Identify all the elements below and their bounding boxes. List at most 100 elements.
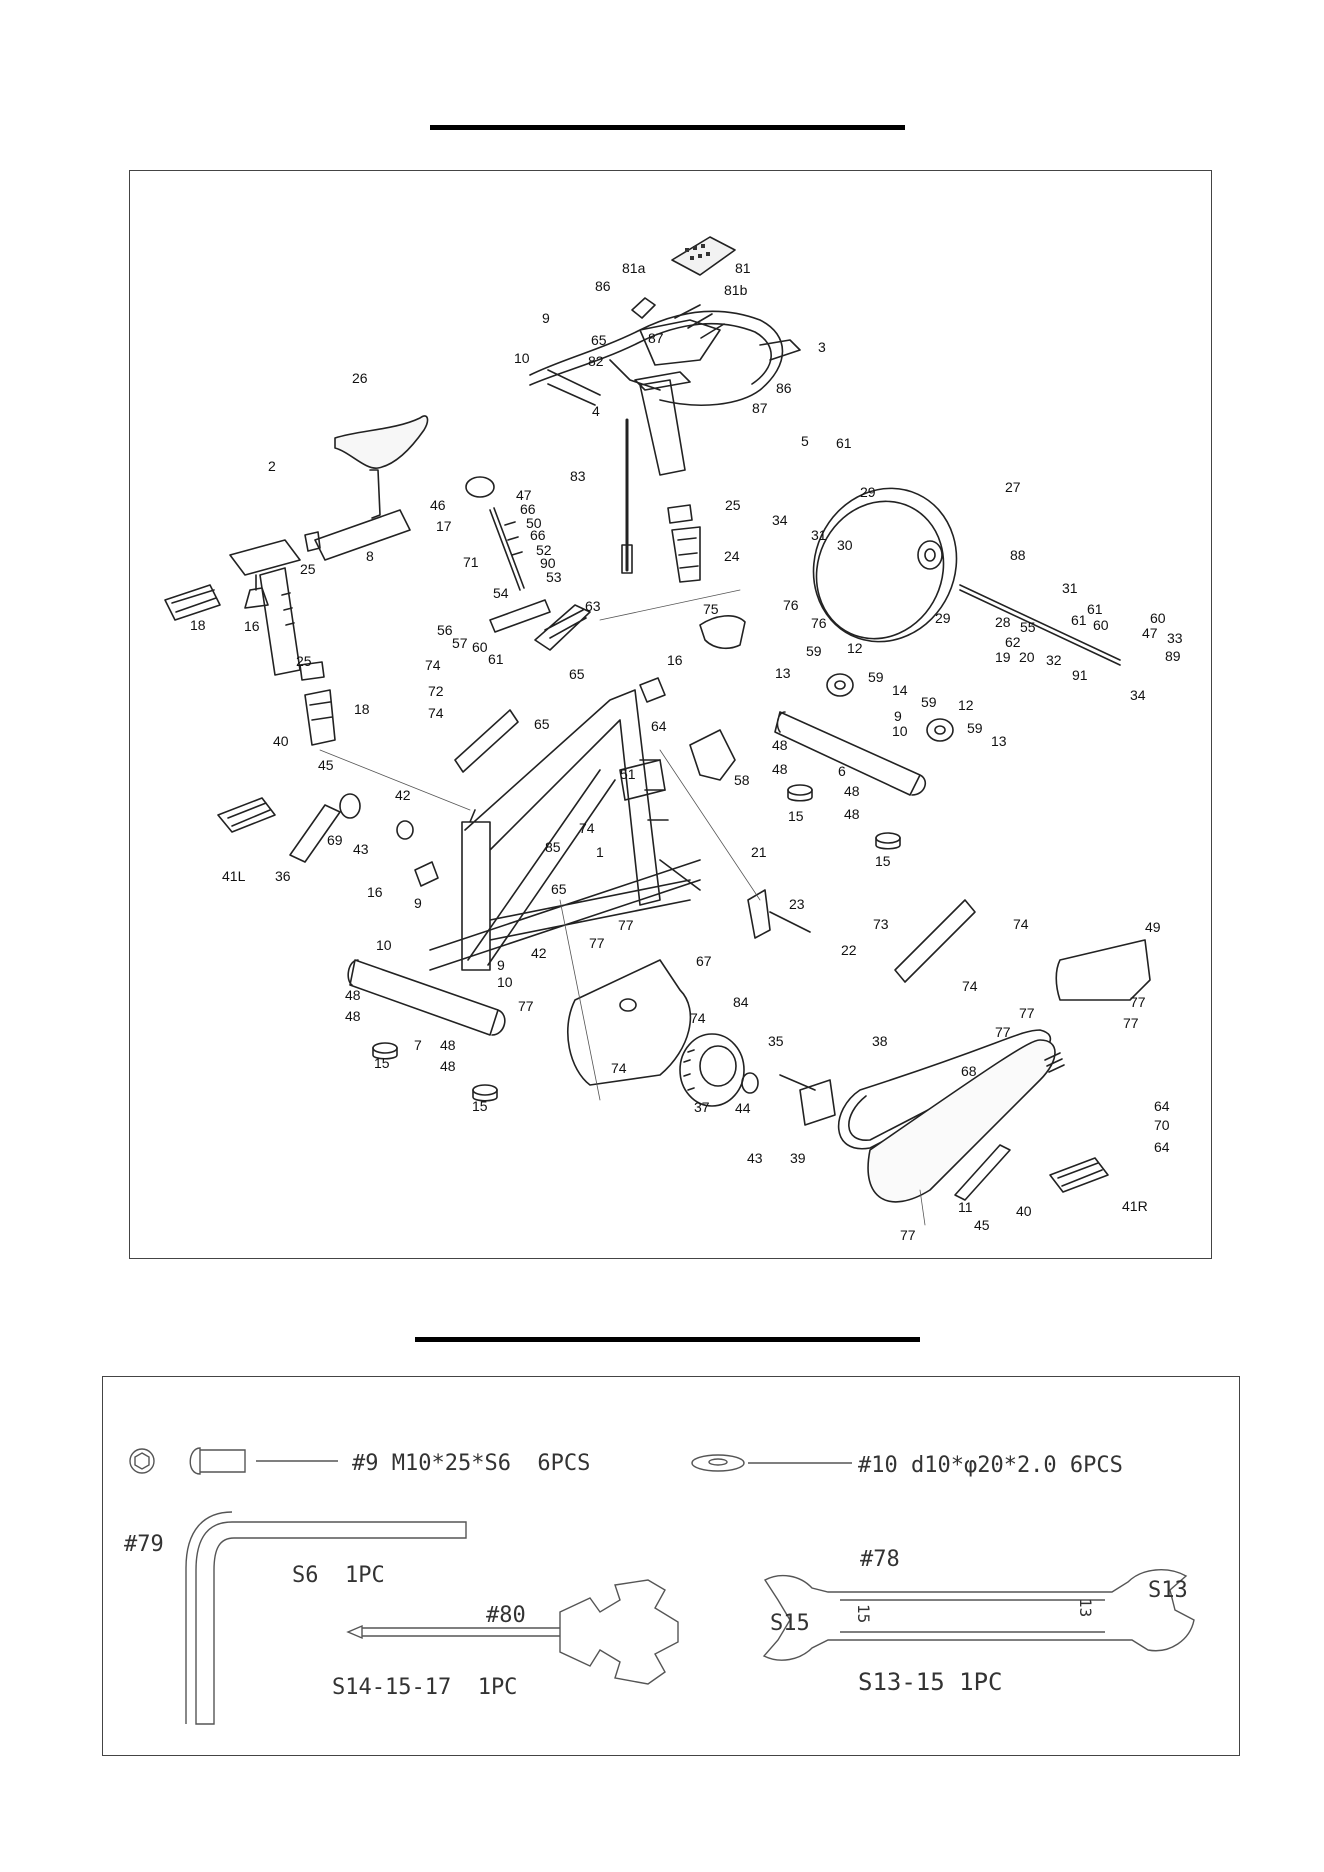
- bolt-spec: #9 M10*25*S6 6PCS: [352, 1451, 590, 1476]
- leader-lines: [319, 589, 926, 1226]
- part-label-86a: 86: [595, 278, 611, 294]
- part-label-46: 46: [430, 497, 446, 513]
- wrench-shape: [762, 1569, 1195, 1661]
- knob-16b: [639, 677, 666, 703]
- part-label-17: 17: [436, 518, 452, 534]
- bracket-plate-51: [619, 759, 666, 801]
- part-label-22: 22: [841, 942, 857, 958]
- part-label-1: 1: [596, 844, 604, 860]
- sleeve-18b: [304, 689, 336, 746]
- washer-10: [691, 1454, 852, 1472]
- part-label-41L: 41L: [222, 868, 246, 884]
- wrench-id: #78: [860, 1547, 900, 1572]
- part-label-45b: 45: [974, 1217, 990, 1233]
- part-label-35: 35: [768, 1033, 784, 1049]
- part-label-60c: 60: [472, 639, 488, 655]
- part-label-42b: 42: [531, 945, 547, 961]
- part-label-34a: 34: [772, 512, 788, 528]
- part-label-61a: 61: [836, 435, 852, 451]
- part-label-77d: 77: [1123, 1015, 1139, 1031]
- part-label-64c: 64: [1154, 1139, 1170, 1155]
- part-label-32: 32: [1046, 652, 1062, 668]
- brake-pad-63: [534, 604, 591, 651]
- foot-15c: [787, 784, 813, 802]
- wrench-size: S13-15 1PC: [858, 1668, 1003, 1696]
- part-label-48g: 48: [440, 1037, 456, 1053]
- part-label-25c: 25: [296, 653, 312, 669]
- part-label-42a: 42: [395, 787, 411, 803]
- rear-stabilizer: [774, 711, 927, 796]
- part-label-52: 52: [536, 542, 552, 558]
- multi-tool-80: [346, 1579, 679, 1685]
- frame-seat-tube-detail: [639, 759, 669, 821]
- part-label-10d: 10: [497, 974, 513, 990]
- part-label-74b: 74: [428, 705, 444, 721]
- part-label-33: 33: [1167, 630, 1183, 646]
- part-label-24: 24: [724, 548, 740, 564]
- part-label-15d: 15: [472, 1098, 488, 1114]
- part-label-25a: 25: [725, 497, 741, 513]
- part-label-48b: 48: [772, 761, 788, 777]
- part-label-4: 4: [592, 403, 600, 419]
- part-label-75: 75: [703, 601, 719, 617]
- part-label-14: 14: [892, 682, 908, 698]
- part-label-13a: 13: [775, 665, 791, 681]
- part-label-61c: 61: [1071, 612, 1087, 628]
- part-label-85: 85: [545, 839, 561, 855]
- crank-arm-right: [954, 1144, 1011, 1201]
- sleeve-18a: [164, 584, 221, 621]
- part-label-25b: 25: [300, 561, 316, 577]
- part-label-65c: 65: [534, 716, 550, 732]
- part-label-48e: 48: [345, 987, 361, 1003]
- rear-cover-49: [1055, 939, 1151, 1001]
- part-label-9b: 9: [894, 708, 902, 724]
- part-label-88: 88: [1010, 547, 1026, 563]
- part-label-50: 50: [526, 515, 542, 531]
- part-label-36: 36: [275, 868, 291, 884]
- allen-key-size: S6 1PC: [292, 1563, 385, 1588]
- part-label-10b: 10: [892, 723, 908, 739]
- part-label-62: 62: [1005, 634, 1021, 650]
- part-label-8: 8: [366, 548, 374, 564]
- part-label-12a: 12: [847, 640, 863, 656]
- foot-15b: [472, 1084, 498, 1102]
- part-label-77b: 77: [589, 935, 605, 951]
- frame-down-tube: [467, 769, 616, 966]
- part-label-73: 73: [873, 916, 889, 932]
- washer-spec: #10 d10*φ20*2.0 6PCS: [858, 1453, 1123, 1478]
- part-label-84: 84: [733, 994, 749, 1010]
- part-label-66a: 66: [520, 501, 536, 517]
- part-label-61d: 61: [488, 651, 504, 667]
- bolt-9: [129, 1447, 338, 1475]
- inner-cover-67: [567, 959, 692, 1086]
- part-label-59c: 59: [921, 694, 937, 710]
- part-label-61b: 61: [1087, 601, 1103, 617]
- part-label-54: 54: [493, 585, 509, 601]
- part-label-40a: 40: [273, 733, 289, 749]
- part-label-77g: 77: [518, 998, 534, 1014]
- axle-assembly: [779, 1074, 836, 1126]
- handlebar-shape: [529, 310, 801, 406]
- part-label-67: 67: [696, 953, 712, 969]
- bracket-cover-75: [699, 615, 746, 650]
- part-label-66b: 66: [530, 527, 546, 543]
- part-label-48d: 48: [844, 806, 860, 822]
- part-label-41R: 41R: [1122, 1198, 1148, 1214]
- part-label-76a: 76: [783, 597, 799, 613]
- part-label-53: 53: [546, 569, 562, 585]
- part-label-9d: 9: [497, 957, 505, 973]
- sleeve-25-top: [667, 504, 693, 524]
- flywheel-axle: [959, 584, 1121, 666]
- front-bracket-58: [689, 729, 736, 781]
- multi-tool-head: [559, 1579, 679, 1685]
- top-title-rule: [430, 125, 905, 130]
- tension-rod-end: [621, 544, 633, 574]
- washer-44: [741, 1072, 759, 1094]
- part-label-2: 2: [268, 458, 276, 474]
- part-label-16a: 16: [244, 618, 260, 634]
- part-label-45a: 45: [318, 757, 334, 773]
- part-label-89: 89: [1165, 648, 1181, 664]
- part-label-86b: 86: [776, 380, 792, 396]
- part-label-3: 3: [818, 339, 826, 355]
